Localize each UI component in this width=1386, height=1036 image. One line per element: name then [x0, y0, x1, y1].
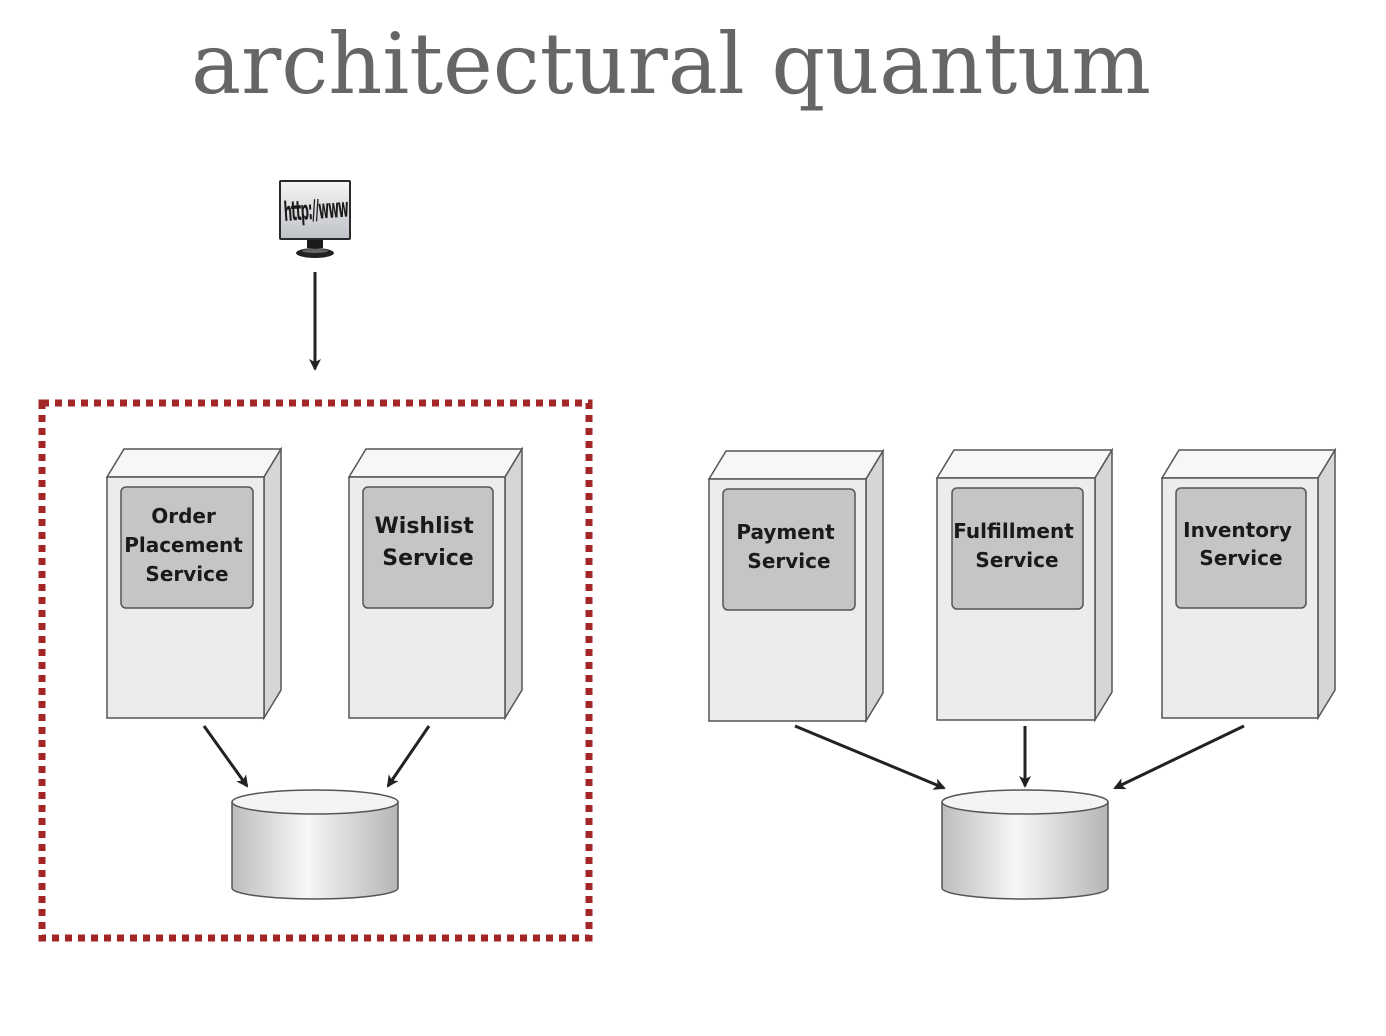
payment-server: Payment Service: [707, 448, 885, 724]
database-icon: [231, 789, 399, 900]
inventory-to-db-arrow: [1113, 724, 1245, 790]
payment-service-label: Payment Service: [736, 520, 841, 573]
fulfillment-service-label: Fulfillment Service: [953, 519, 1080, 572]
quantum-boundary: [38, 399, 593, 942]
order-placement-service-panel: [120, 486, 254, 609]
payment-to-db-arrow: [794, 724, 946, 790]
inventory-service-label: Inventory Service: [1183, 518, 1299, 570]
fulfillment-service-panel: [951, 487, 1084, 610]
wishlist-server: Wishlist Service: [347, 446, 524, 721]
inventory-server: Inventory Service: [1160, 447, 1337, 721]
page-title: architectural quantum: [191, 15, 1151, 113]
inventory-service-panel: [1175, 487, 1307, 609]
browser-url-text: http://www: [283, 193, 349, 228]
order-to-db-arrow: [202, 725, 249, 788]
order-placement-server: Order Placement Service: [105, 446, 283, 721]
wishlist-service-label: Wishlist Service: [375, 514, 482, 571]
wishlist-to-db-arrow: [386, 725, 431, 788]
fulfillment-server: Fulfillment Service: [935, 447, 1114, 723]
wishlist-service-panel: [362, 486, 494, 609]
order-placement-service-label: Order Placement Service: [124, 504, 250, 586]
database-icon: [941, 789, 1109, 900]
browser-monitor-icon: http://www: [279, 180, 351, 258]
payment-service-panel: [722, 488, 856, 611]
